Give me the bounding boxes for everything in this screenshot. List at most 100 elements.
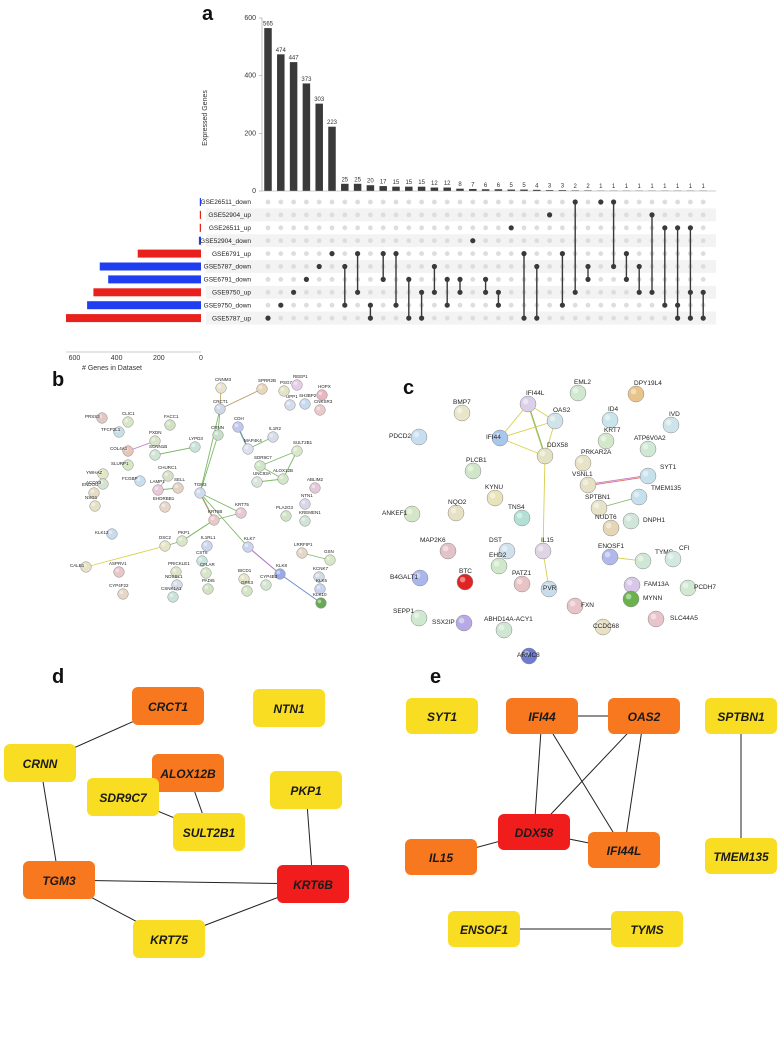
matrix-dot-inactive [534,212,540,218]
network-node [284,399,296,411]
set-name-label: GSE26511_up [209,225,252,232]
network-node-highlight [98,414,103,419]
set-name-label: GSE5787_down [204,264,252,271]
matrix-dot-inactive [547,302,552,308]
set-size-bar [199,198,201,206]
network-node [630,488,648,506]
matrix-dot-inactive [419,277,424,282]
matrix-dot-inactive [265,238,271,244]
network-node [299,498,311,510]
network-node [189,441,201,453]
matrix-dot-inactive [291,315,296,321]
x-axis-label: # Genes in Dataset [82,365,142,372]
network-node-label: TFCP2L1 [101,427,121,432]
network-node [534,542,552,560]
intersection-bar [558,190,567,191]
network-node-highlight [637,555,644,562]
matrix-dot-inactive [457,315,463,321]
matrix-dot-inactive [419,251,424,256]
network-node-label: TGM3 [194,482,207,487]
matrix-dot-inactive [598,315,604,321]
matrix-dot-active [547,212,553,218]
y-tick-label: 200 [244,130,256,137]
matrix-dot-inactive [355,315,360,321]
network-node [569,384,587,402]
network-node [313,571,325,583]
network-node-label: CLIC1 [122,411,135,416]
network-node-label: NDSSL1 [165,574,183,579]
matrix-dot-inactive [675,199,680,205]
network-node-label: BMP7 [453,399,471,406]
intersection-bar [430,187,439,191]
matrix-dot-inactive [611,277,616,282]
set-size-bar [199,223,201,232]
bar-value-label: 565 [263,22,274,28]
network-node [490,557,508,575]
matrix-dot-inactive [496,199,501,205]
network-node-highlight [202,569,207,574]
matrix-dot-inactive [470,251,476,256]
network-edge [542,455,546,552]
matrix-dot-inactive [265,212,271,218]
network-node-highlight [124,418,129,423]
network-node [149,435,161,447]
network-node-highlight [326,556,331,561]
hub-node [406,698,478,734]
network-node-highlight [91,502,96,507]
matrix-dot-inactive [700,225,706,231]
matrix-dot-inactive [521,199,527,205]
set-size-bar [87,301,201,310]
network-node-highlight [243,587,248,592]
intersection-bar [443,187,451,191]
hub-node [506,698,578,734]
matrix-dot-inactive [316,199,322,205]
network-node [267,431,279,443]
hub-node-label: OAS2 [628,710,661,724]
network-node-label: PCDH7 [694,584,716,591]
network-node-label: ENDOU [82,482,98,487]
matrix-dot-inactive [560,315,565,321]
network-node-highlight [174,484,179,489]
matrix-dot-inactive [700,212,706,218]
network-node [546,412,564,430]
network-node-highlight [317,599,322,604]
network-node [291,445,303,457]
matrix-dot-inactive [419,225,424,231]
matrix-dot-inactive [611,289,616,295]
matrix-dot-inactive [547,315,552,321]
matrix-dot-inactive [547,225,552,231]
hub-node-label: IL15 [429,851,453,865]
network-node-highlight [459,576,466,583]
matrix-dot-inactive [598,302,604,308]
network-node-highlight [569,600,576,607]
matrix-dot-inactive [508,315,514,321]
bar-value-label: 223 [327,120,338,126]
network-node-highlight [151,437,156,442]
network-node-highlight [600,435,607,442]
network-node [159,501,171,513]
matrix-dot-inactive [278,225,284,231]
hub-node-label: SPTBN1 [717,710,765,724]
hub-edge [58,879,314,885]
network-node [662,416,680,434]
network-node-highlight [301,400,306,405]
network-node-label: KRT7 [604,427,621,434]
matrix-dot-active [508,225,514,231]
set-name-label: GSE6791_up [212,251,251,258]
network-node [513,509,531,527]
bar-value-label: 2 [586,184,590,190]
network-node-highlight [413,431,420,438]
bar-value-label: 15 [393,180,400,186]
matrix-dot-inactive [444,264,450,269]
network-node-label: KYNU [485,484,503,491]
network-node [574,454,592,472]
network-node-highlight [650,613,657,620]
bar-value-label: 3 [548,184,552,190]
network-node-label: PSG7 [280,380,293,385]
intersection-bar [392,186,400,191]
network-node-highlight [626,579,633,586]
network-node [634,552,652,570]
matrix-dot-inactive [265,251,271,256]
network-node-highlight [196,489,201,494]
